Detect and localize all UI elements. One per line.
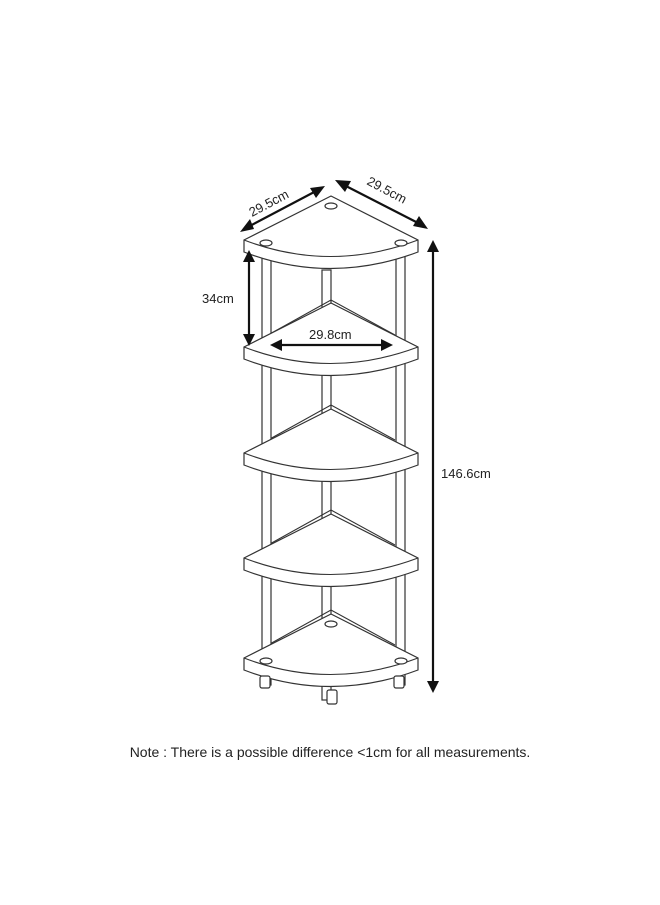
dim-top-right-arrow (335, 180, 428, 229)
shelf-3 (243, 408, 419, 483)
dim-top-left-label: 29.5cm (246, 186, 291, 219)
shelf-4 (243, 513, 419, 588)
shelf-back-edges (267, 299, 396, 646)
dim-shelf-width-arrow (270, 339, 393, 351)
dim-top-right-label: 29.5cm (365, 173, 410, 206)
dim-total-height-label: 146.6cm (441, 466, 491, 481)
shelf-5 (243, 613, 419, 688)
dim-shelf-spacing-arrow (243, 250, 255, 346)
dim-top-left-arrow (240, 186, 325, 232)
measurement-note: Note : There is a possible difference <1… (129, 744, 531, 760)
dim-shelf-width-label: 29.8cm (309, 327, 352, 342)
shelf-2 (243, 302, 419, 377)
feet (259, 675, 405, 705)
shelf-1 (243, 195, 419, 270)
dim-shelf-spacing-label: 34cm (202, 291, 234, 306)
dim-total-height-arrow (427, 240, 439, 693)
